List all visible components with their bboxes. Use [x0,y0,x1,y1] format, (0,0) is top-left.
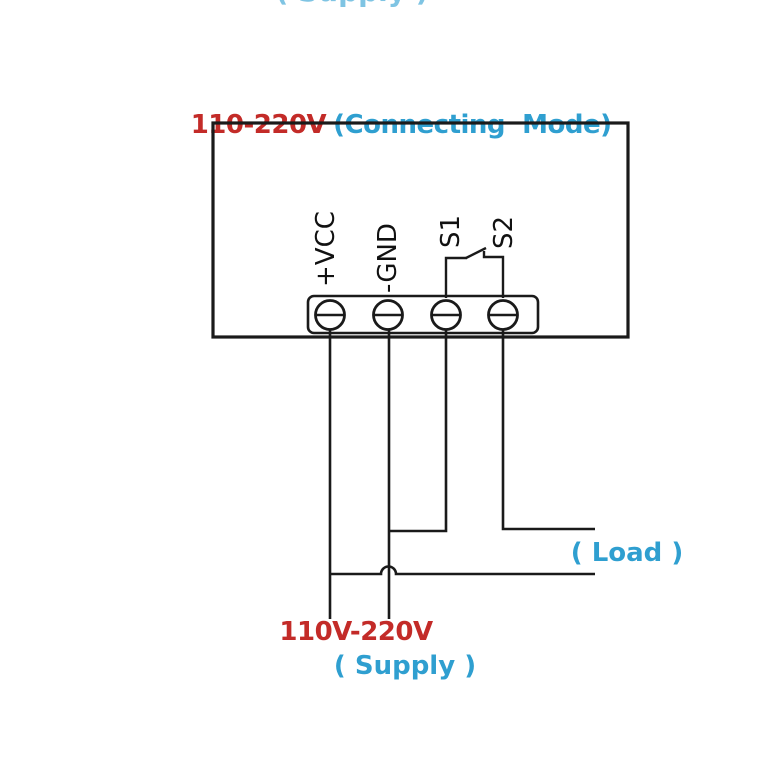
wire-s2 [501,330,595,531]
supply-voltage-label: 110V-220V [279,617,433,647]
supply-label: ( Supply ) [333,651,477,681]
diagram-title: 110-220V(Connecting Mode) [0,80,768,170]
terminal-label-vcc: +VCC [311,211,341,287]
title-connecting-mode: (Connecting Mode) [333,110,612,140]
terminal-label-s2: S2 [489,215,519,249]
wire-s1 [389,330,448,533]
relay-switch-icon [444,246,505,298]
cropped-top-text: ( Supply ) [275,0,428,8]
device-box [211,121,630,339]
load-line-bottom [330,565,595,576]
terminal-label-gnd: -GND [373,223,403,293]
terminal-label-s1: S1 [436,214,466,248]
load-label: ( Load ) [570,538,684,568]
terminal-block [306,294,540,335]
terminal-screws [314,299,519,331]
